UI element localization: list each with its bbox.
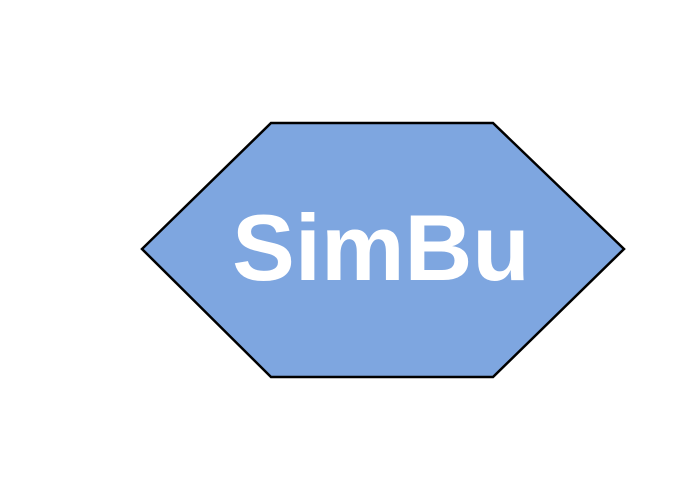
hexagon-shape: [140, 121, 626, 379]
logo-text: SimBu: [232, 195, 530, 300]
